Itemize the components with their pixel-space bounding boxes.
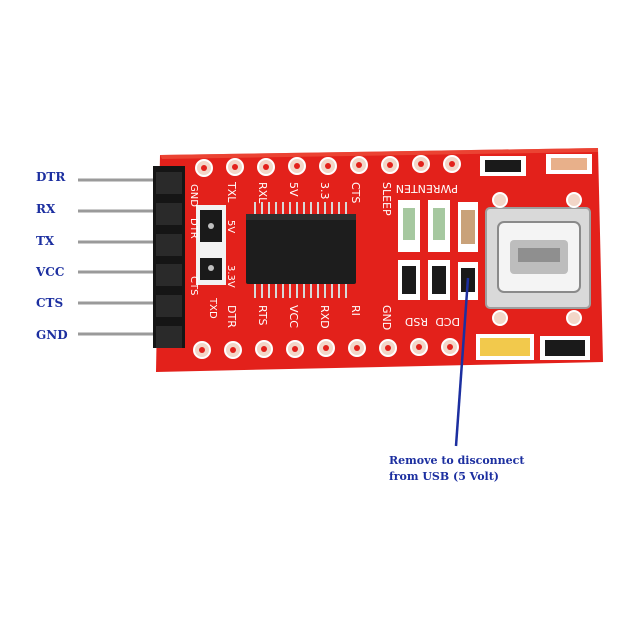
svg-text:PWRENTEN: PWRENTEN [396,182,458,195]
header-housing [153,166,185,348]
callout-note: Remove to disconnect from USB (5 Volt) [389,453,524,485]
svg-text:RI: RI [349,305,362,316]
voltage-jumper [196,205,226,285]
svg-text:RXL: RXL [256,182,269,204]
pin-label-vcc: VCC [36,265,65,279]
svg-text:DTR: DTR [225,305,238,328]
bottom-pads [193,338,459,359]
svg-text:GND: GND [380,305,393,330]
silkscreen-top-labels: TXL RXL 5V 3.3 CTS SLEEP PWRENTEN [225,181,458,216]
svg-text:TXD: TXD [207,297,218,319]
svg-text:5V: 5V [225,220,236,233]
svg-text:TXL: TXL [225,181,238,203]
silkscreen-bottom-labels: DTR RTS VCC RXD RI GND DCD RSD [225,305,460,330]
callout-note-line2: from USB (5 Volt) [389,470,500,483]
pin-label-cts: CTS [36,296,64,310]
svg-text:RXD: RXD [318,305,331,329]
svg-text:CTS: CTS [349,182,362,203]
pin-label-dtr: DTR [36,170,66,184]
svg-text:CTS: CTS [188,276,199,295]
svg-text:VCC: VCC [287,305,300,328]
ftdi-chip [246,202,356,298]
svg-text:DCD: DCD [435,315,460,328]
pin-label-gnd: GND [36,328,68,342]
silkscreen-left-labels: GND DTR CTS TXD [188,184,218,319]
pin-label-tx: TX [36,234,55,248]
svg-text:SLEEP: SLEEP [380,182,393,216]
svg-text:3.3: 3.3 [318,182,331,200]
callout-line [454,277,470,447]
svg-text:RTS: RTS [256,305,269,326]
svg-text:RSD: RSD [405,315,428,328]
jumper-labels: 5V 3.3V [225,220,236,288]
svg-text:3.3V: 3.3V [225,265,236,288]
pin-label-rx: RX [36,202,56,216]
callout-note-line1: Remove to disconnect [389,454,525,467]
pcb-board [156,148,603,372]
mini-usb-connector [485,192,591,326]
svg-text:GND: GND [188,184,199,207]
smd-components [398,154,592,360]
svg-text:5V: 5V [287,182,300,197]
svg-text:DTR: DTR [188,218,199,239]
